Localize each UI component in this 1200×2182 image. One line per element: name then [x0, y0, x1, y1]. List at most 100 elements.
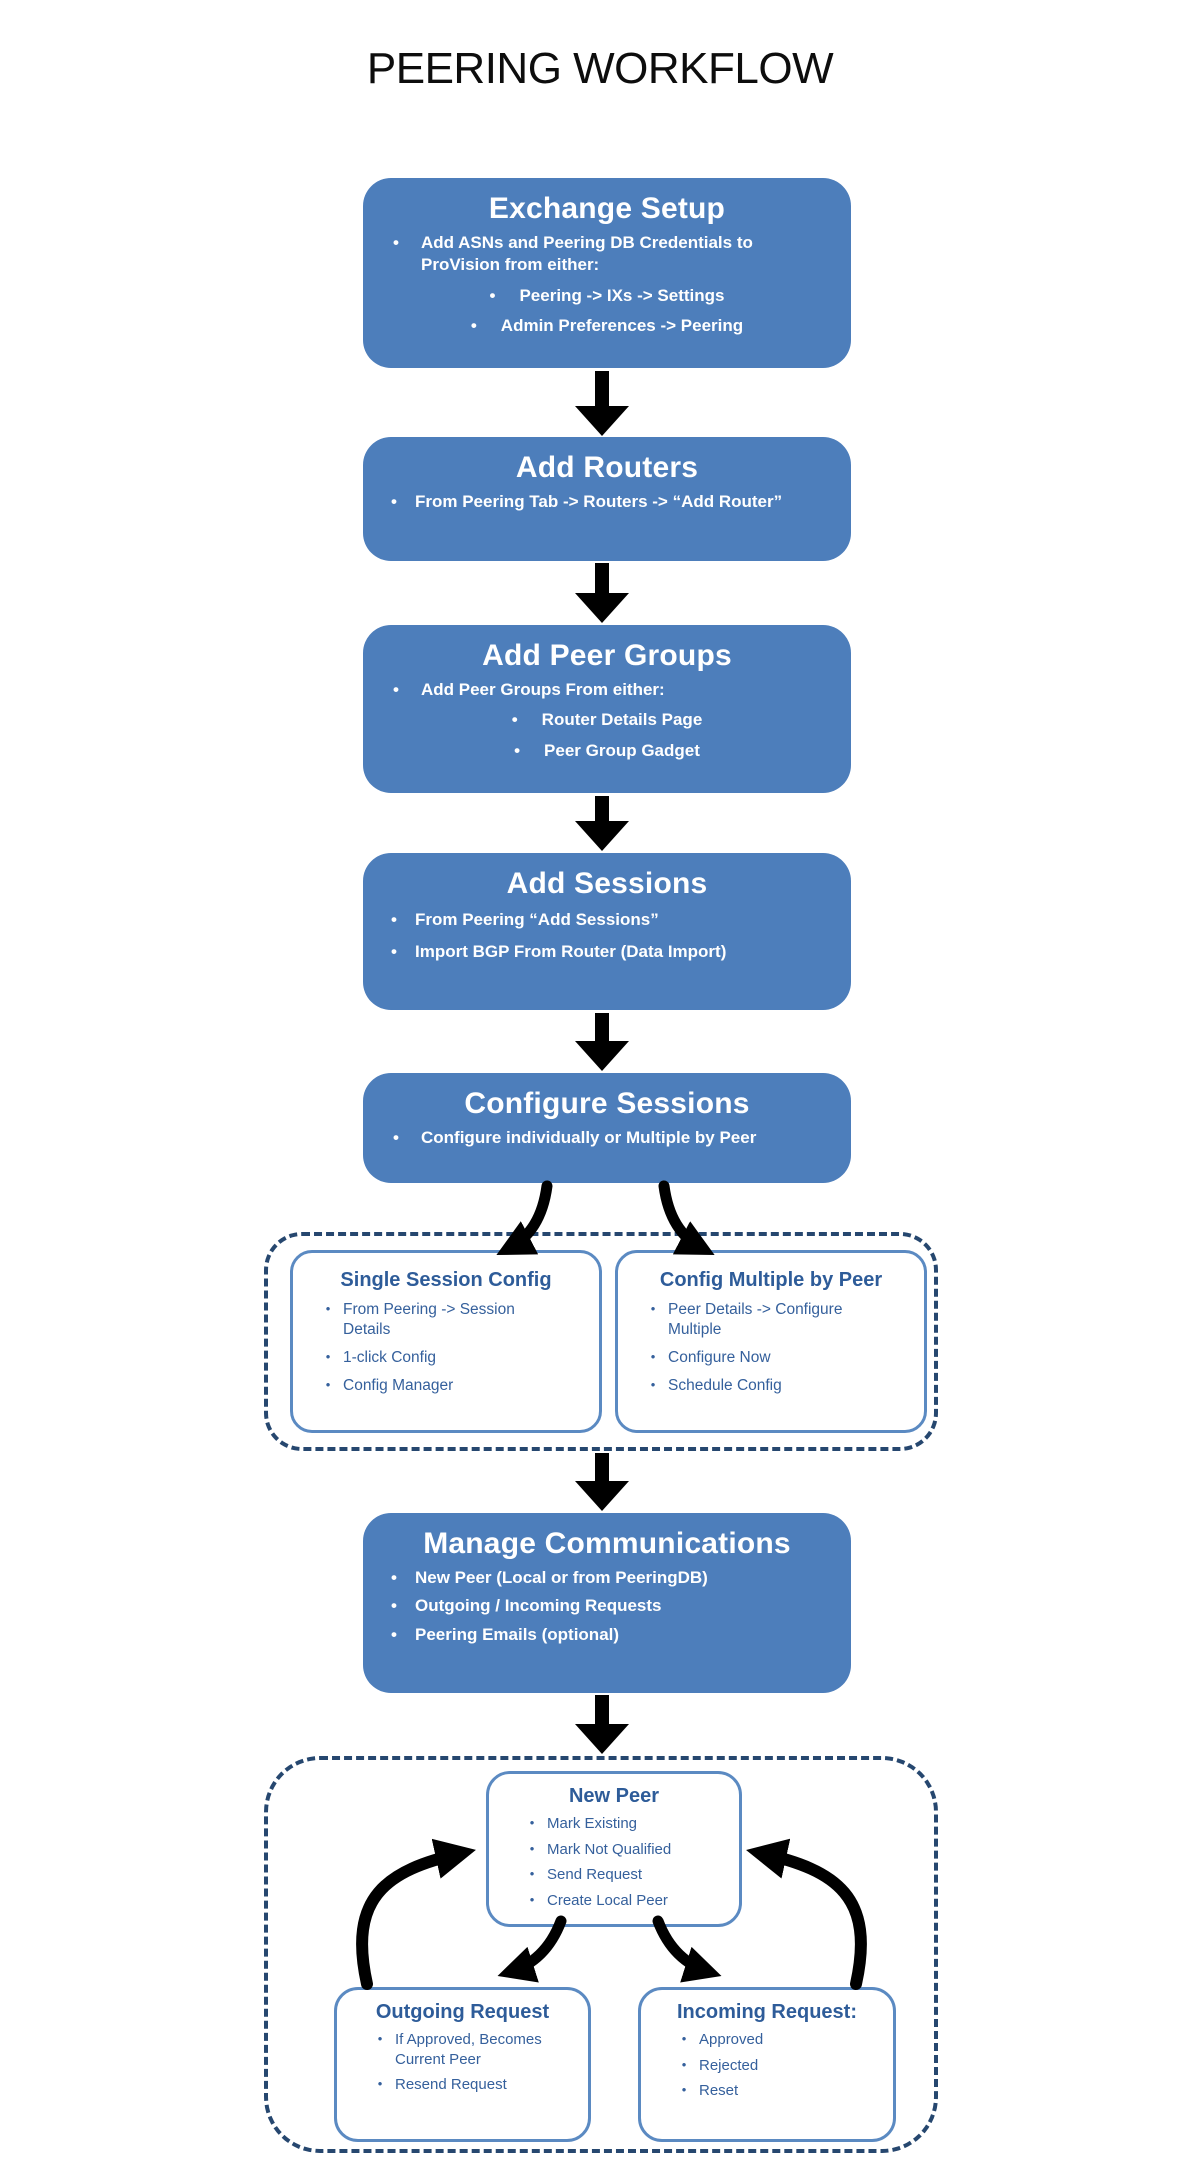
box-title: Exchange Setup [488, 192, 726, 225]
box-title: Single Session Config [340, 1269, 552, 1291]
sub-bullet-text: Router Details Page [541, 710, 703, 730]
bullet-text: From Peering -> Session Details [343, 1301, 515, 1339]
bullet-dot: • [529, 1815, 535, 1830]
bullet-item: • From Peering Tab -> Routers -> “Add Ro… [363, 491, 851, 513]
config-multiple-by-peer-box: Config Multiple by Peer • Peer Details -… [615, 1250, 927, 1433]
new-peer-box: New Peer • Mark Existing • Mark Not Qual… [486, 1771, 742, 1927]
bullet-dot: • [391, 1568, 397, 1587]
sub-bullet-item: • Peer Group Gadget [363, 740, 851, 762]
bullet-dot: • [391, 910, 397, 929]
bullet-dot: • [377, 2031, 383, 2046]
bullet-dot: • [650, 1349, 656, 1365]
bullet-item: • New Peer (Local or from PeeringDB) [363, 1567, 851, 1589]
bullet-item: • From Peering “Add Sessions” [363, 909, 851, 931]
bullet-dot: • [529, 1866, 535, 1881]
bullet-item: • Resend Request [365, 2075, 568, 2095]
bullet-dot: • [511, 710, 518, 730]
box-title: Add Peer Groups [482, 639, 732, 672]
flow-box-add-sessions: Add Sessions • From Peering “Add Session… [363, 853, 851, 1010]
bullet-text: From Peering “Add Sessions” [415, 910, 659, 929]
box-title: Config Multiple by Peer [659, 1269, 883, 1291]
communications-group: New Peer • Mark Existing • Mark Not Qual… [264, 1756, 938, 2153]
bullet-text: Mark Not Qualified [547, 1840, 672, 1858]
bullet-dot: • [681, 2082, 687, 2097]
sub-bullet-text: Admin Preferences -> Peering [500, 315, 744, 335]
box-title: Configure Sessions [464, 1087, 750, 1120]
bullet-text: Peer Details -> Configure Multiple [668, 1301, 843, 1339]
bullet-dot: • [470, 315, 477, 335]
bullet-item: • Import BGP From Router (Data Import) [363, 941, 851, 963]
flow-box-add-peer-groups: Add Peer Groups • Add Peer Groups From e… [363, 625, 851, 793]
bullet-dot: • [529, 1891, 535, 1907]
bullet-dot: • [393, 233, 399, 252]
sub-bullet-item: • Peering -> IXs -> Settings [363, 285, 851, 307]
flow-box-manage-communications: Manage Communications • New Peer (Local … [363, 1513, 851, 1693]
bullet-item: • If Approved, Becomes Current Peer [365, 2030, 548, 2069]
bullet-text: From Peering Tab -> Routers -> “Add Rout… [415, 492, 783, 511]
bullet-text: Schedule Config [668, 1377, 782, 1395]
arrow-down-5-icon [575, 1453, 629, 1511]
bullet-dot: • [325, 1349, 331, 1365]
single-session-config-box: Single Session Config • From Peering -> … [290, 1250, 602, 1433]
bullet-text: Mark Existing [547, 1815, 638, 1832]
bullet-item: • Add ASNs and Peering DB Credentials to… [363, 232, 851, 277]
bullet-item: • Send Request [517, 1865, 719, 1885]
bullet-dot: • [681, 2056, 687, 2072]
box-title: Outgoing Request [375, 2001, 550, 2023]
bullet-item: • Outgoing / Incoming Requests [363, 1595, 851, 1617]
bullet-text: Approved [699, 2031, 764, 2048]
bullet-text: If Approved, Becomes Current Peer [395, 2031, 542, 2068]
bullet-dot: • [391, 492, 397, 511]
bullet-dot: • [393, 680, 399, 699]
bullet-dot: • [514, 740, 521, 760]
bullet-dot: • [391, 1624, 397, 1644]
bullet-text: Create Local Peer [547, 1891, 668, 1909]
page-title: PEERING WORKFLOW [366, 44, 834, 93]
bullet-dot: • [391, 942, 397, 962]
bullet-dot: • [377, 2076, 383, 2091]
flow-box-add-routers: Add Routers • From Peering Tab -> Router… [363, 437, 851, 561]
bullet-text: Outgoing / Incoming Requests [415, 1596, 662, 1616]
bullet-item: • Mark Existing [517, 1814, 719, 1834]
bullet-item: • Config Manager [313, 1376, 554, 1396]
sub-bullet-text: Peering -> IXs -> Settings [519, 285, 725, 305]
bullet-text: Configure Now [668, 1349, 771, 1367]
incoming-request-box: Incoming Request: • Approved • Rejected … [638, 1987, 896, 2142]
bullet-dot: • [393, 1128, 399, 1147]
box-title: New Peer [568, 1785, 660, 1807]
bullet-item: • 1-click Config [313, 1348, 554, 1368]
box-title: Add Sessions [506, 867, 708, 900]
bullet-text: Config Manager [343, 1377, 454, 1395]
flow-box-configure-sessions: Configure Sessions • Configure individua… [363, 1073, 851, 1183]
bullet-item: • Reset [669, 2081, 873, 2101]
bullet-text: Add Peer Groups From either: [421, 680, 665, 699]
bullet-dot: • [489, 285, 496, 305]
bullet-item: • Configure Now [638, 1348, 879, 1368]
bullet-dot: • [529, 1840, 535, 1856]
sub-bullet-text: Peer Group Gadget [544, 740, 700, 760]
bullet-item: • Mark Not Qualified [517, 1840, 719, 1860]
bullet-text: Send Request [547, 1866, 643, 1883]
bullet-item: • Rejected [669, 2056, 873, 2076]
bullet-dot: • [391, 1596, 397, 1616]
session-config-options-group: Single Session Config • From Peering -> … [264, 1232, 938, 1451]
arrow-down-3-icon [575, 796, 629, 851]
bullet-item: • Peer Details -> Configure Multiple [638, 1300, 879, 1340]
bullet-text: Resend Request [395, 2076, 507, 2093]
bullet-item: • Add Peer Groups From either: [363, 679, 851, 701]
arrow-down-2-icon [575, 563, 629, 623]
bullet-item: • From Peering -> Session Details [313, 1300, 554, 1340]
bullet-item: • Approved [669, 2030, 873, 2050]
bullet-dot: • [325, 1301, 331, 1316]
box-title: Manage Communications [423, 1527, 791, 1560]
sub-bullet-item: • Admin Preferences -> Peering [363, 315, 851, 337]
bullet-dot: • [325, 1377, 331, 1393]
arrow-down-4-icon [575, 1013, 629, 1071]
bullet-dot: • [650, 1301, 656, 1316]
bullet-text: Peering Emails (optional) [415, 1624, 620, 1644]
bullet-item: • Peering Emails (optional) [363, 1624, 851, 1646]
arrow-down-1-icon [575, 371, 629, 436]
bullet-text: Import BGP From Router (Data Import) [415, 942, 727, 962]
bullet-dot: • [650, 1377, 656, 1393]
